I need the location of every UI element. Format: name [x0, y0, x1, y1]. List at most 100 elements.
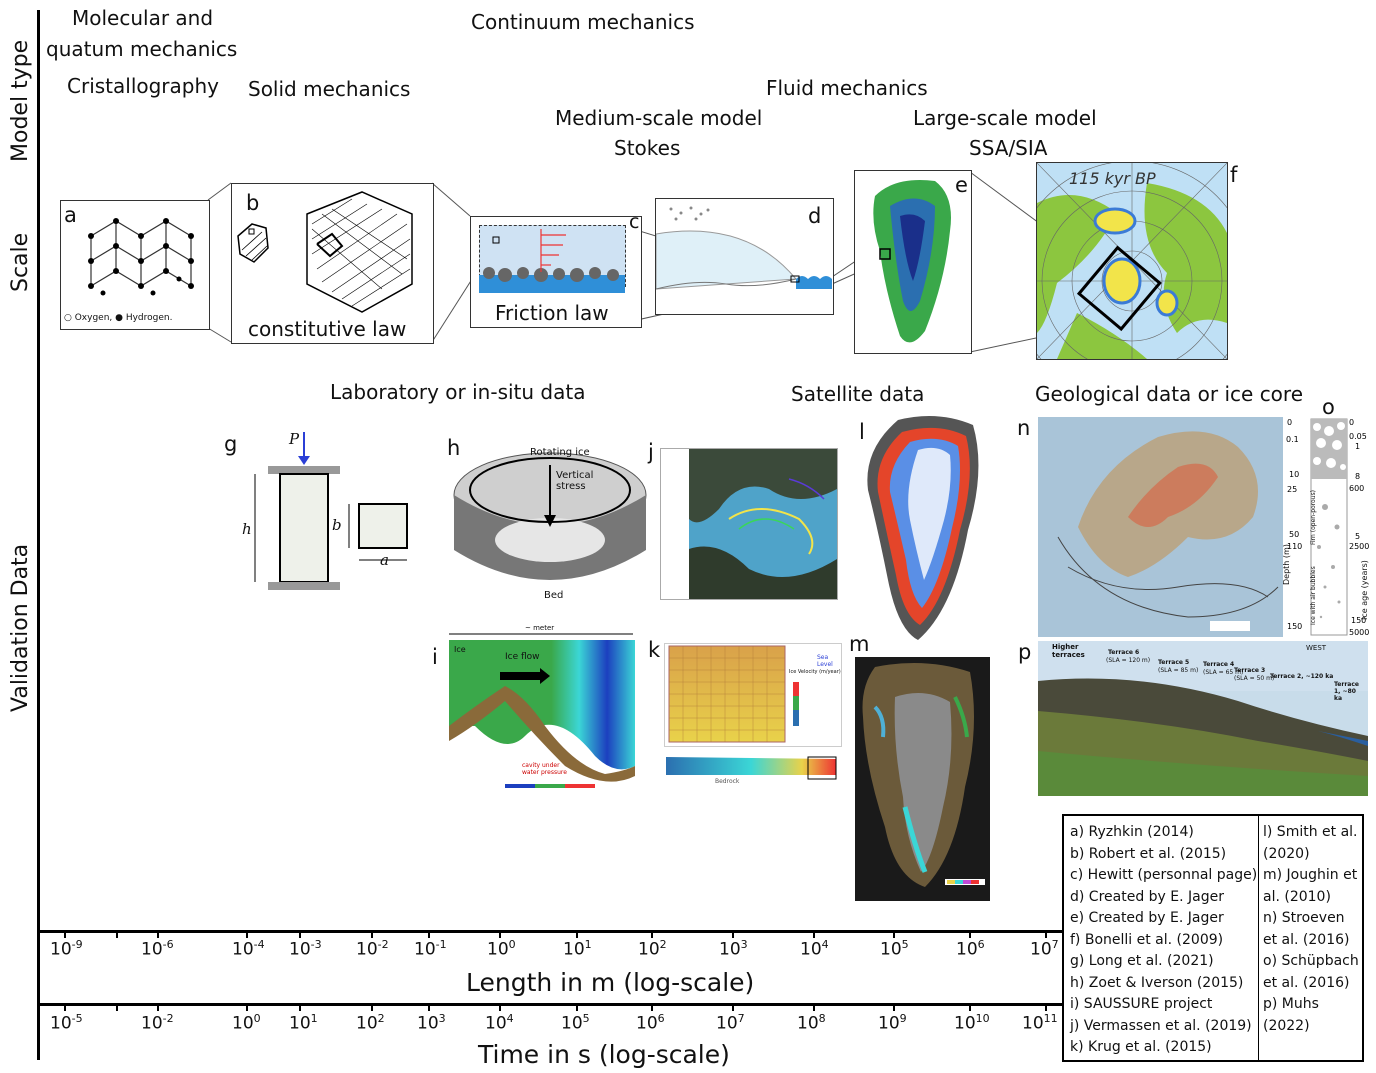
p-terrace-3: Terrace 3 [1234, 667, 1266, 674]
reference-item: a) Ryzhkin (2014) [1070, 824, 1194, 840]
svg-text:2500: 2500 [1349, 542, 1369, 551]
reference-item: al. (2010) [1263, 888, 1331, 905]
reference-item: d) Created by E. Jager [1070, 888, 1224, 905]
time-tick: 101 [289, 1012, 318, 1034]
reference-item: f) Bonelli et al. (2009) [1070, 931, 1224, 948]
length-tick: 10-4 [232, 938, 265, 960]
label-medium: Medium-scale model [555, 106, 763, 130]
label-solid: Solid mechanics [248, 77, 411, 101]
svg-text:50: 50 [1289, 530, 1299, 539]
friction-law-caption: Friction law [495, 301, 609, 325]
label-stokes: Stokes [614, 136, 681, 160]
panel-b-polycrystal: b constitutive law [231, 183, 434, 344]
reference-item: e) Created by E. Jager [1070, 910, 1224, 926]
panel-j-glacier-retreat-map [660, 448, 838, 600]
panel-l-greenland-satellite [867, 416, 979, 640]
g-force-label: P [289, 430, 300, 448]
reference-item: et al. (2016) [1263, 974, 1350, 991]
left-axis-bar [37, 10, 40, 1060]
g-a-label: a [380, 551, 389, 569]
time-tick: 109 [878, 1012, 907, 1034]
panel-letter-k: k [648, 638, 661, 662]
svg-text:5: 5 [1355, 532, 1360, 541]
time-axis-title: Time in s (log-scale) [478, 1040, 730, 1069]
panel-k-velocity-model: Sea Level Ice Velocity (m/year) [664, 643, 842, 747]
crystal-legend: ○ Oxygen, ● Hydrogen. [64, 313, 173, 323]
time-axis-line [40, 1003, 1062, 1006]
panel-letter-b: b [246, 191, 260, 215]
p-terrace-3-sla: (SLA = 50 m) [1234, 675, 1275, 682]
p-photo-image [1038, 641, 1368, 796]
k-bedrock-profile [666, 756, 837, 780]
m-velocity-image [862, 663, 985, 887]
panel-h-ring-shear [453, 452, 647, 580]
length-tick: 104 [800, 938, 829, 960]
polycrystal-drawing [237, 191, 413, 313]
heading-lab-data: Laboratory or in-situ data [330, 380, 586, 404]
panel-c-friction: c Friction law [470, 216, 642, 328]
k-bedrock-label: Bedrock [715, 778, 740, 785]
svg-text:1: 1 [1355, 442, 1360, 451]
panel-p-terraces-photo: Higher terraces WEST Terrace 6 (SLA = 12… [1038, 641, 1368, 796]
p-terrace-4-sla: (SLA = 65 m) [1203, 669, 1244, 676]
length-tick: 101 [563, 938, 592, 960]
length-tick: 103 [719, 938, 748, 960]
reference-item: i) SAUSSURE project [1070, 996, 1213, 1012]
time-tick: 103 [417, 1012, 446, 1034]
p-terrace-5: Terrace 5 [1158, 659, 1190, 666]
panel-letter-o: o [1322, 395, 1335, 419]
svg-text:0.1: 0.1 [1286, 435, 1299, 444]
reference-item: c) Hewitt (personnal page) [1070, 867, 1258, 883]
length-tick: 10-2 [356, 938, 389, 960]
o-bubbles-label: Ice with air bubbles [1310, 566, 1317, 625]
time-tick: 107 [716, 1012, 745, 1034]
reference-item: p) Muhs [1263, 996, 1319, 1012]
reference-item: et al. (2016) [1263, 931, 1350, 948]
k-velocity-label: Ice Velocity (m/year) [789, 669, 841, 675]
references-right-column: l) Smith et al. (2020) m) Joughin et al.… [1263, 822, 1359, 1037]
time-tick: 1011 [1022, 1012, 1058, 1034]
time-tick: 1010 [954, 1012, 990, 1034]
crystal-lattice-drawing [88, 218, 194, 296]
label-fluid: Fluid mechanics [766, 76, 928, 100]
svg-text:25: 25 [1287, 485, 1297, 494]
reference-item: h) Zoet & Iverson (2015) [1070, 974, 1244, 991]
length-tick: 100 [487, 938, 516, 960]
p-terrace-6: Terrace 6 [1108, 649, 1140, 656]
svg-text:600: 600 [1349, 484, 1364, 493]
panel-letter-d: d [808, 204, 822, 228]
h-vertical-stress: Vertical stress [556, 470, 594, 492]
reference-item: (2020) [1263, 845, 1310, 862]
panel-letter-e: e [955, 173, 968, 197]
time-tick: 105 [561, 1012, 590, 1034]
i-ice: Ice [454, 645, 466, 654]
panel-letter-g: g [224, 432, 238, 456]
heading-satellite-data: Satellite data [791, 382, 925, 406]
p-terrace-5-sla: (SLA = 85 m) [1158, 667, 1199, 674]
reference-item: n) Stroeven [1263, 910, 1345, 926]
time-tick: 106 [636, 1012, 665, 1034]
svg-text:150: 150 [1287, 622, 1302, 631]
heading-geo-data: Geological data or ice core [1035, 382, 1304, 406]
panel-letter-m: m [849, 632, 870, 656]
p-terrace-4: Terrace 4 [1203, 661, 1235, 668]
h-bed: Bed [544, 590, 564, 601]
panel-m-velocity-map [855, 657, 990, 901]
svg-text:150: 150 [1351, 616, 1366, 625]
o-firn-label: Firn (open-porous) [1310, 490, 1317, 545]
references-left-column: a) Ryzhkin (2014) b) Robert et al. (2015… [1070, 822, 1257, 1059]
time-tick: 10-5 [50, 1012, 83, 1034]
length-tick: 106 [956, 938, 985, 960]
length-tick: 102 [638, 938, 667, 960]
panel-letter-c: c [629, 216, 640, 233]
time-tick: 104 [485, 1012, 514, 1034]
svg-text:0.05: 0.05 [1349, 432, 1367, 441]
reference-item: g) Long et al. (2021) [1070, 953, 1214, 969]
label-quantum: quatum mechanics [46, 37, 238, 61]
length-axis-title: Length in m (log-scale) [466, 968, 755, 997]
length-tick: 10-6 [141, 938, 174, 960]
references-divider [1258, 816, 1259, 1060]
panel-letter-j: j [648, 440, 654, 464]
